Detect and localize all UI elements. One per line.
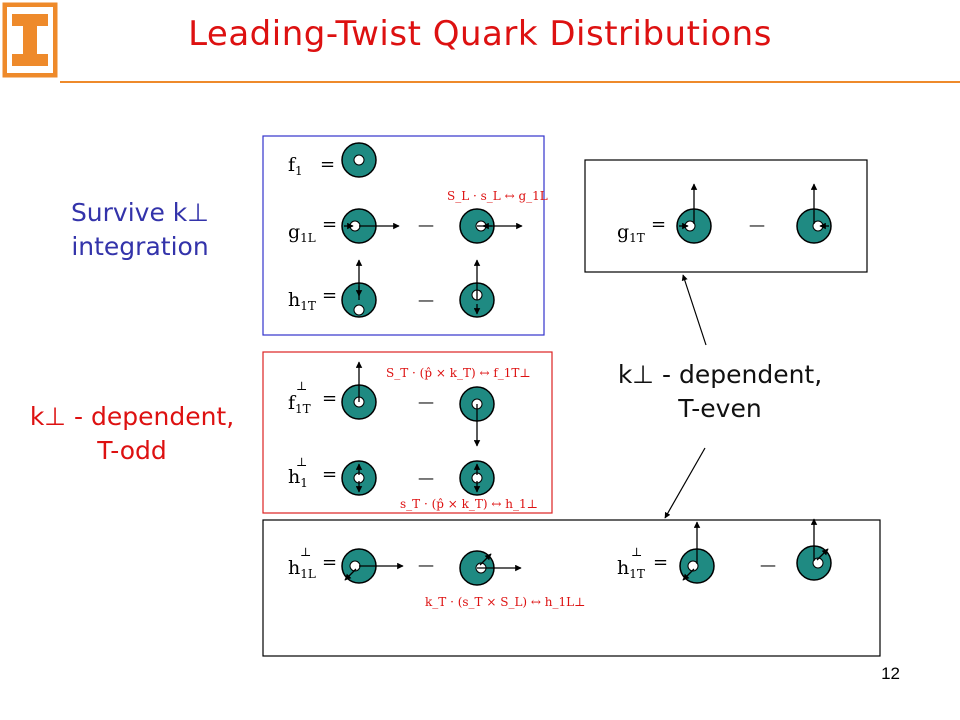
label-f1: f1 <box>288 154 303 178</box>
nucleon-h1Lperp-a <box>341 548 404 584</box>
nucleon-h1perp-a <box>341 460 377 496</box>
nucleon-g1T-a <box>676 183 712 244</box>
nucleon-g1L-a <box>341 208 400 244</box>
survive-label-line2: integration <box>71 232 209 261</box>
annotation-h1Lperp: k_T · (s_T × S_L) ↔ h_1L⊥ <box>425 595 585 609</box>
eq-f1Tperp: = <box>322 388 337 409</box>
survive-label: Survive k⊥ integration <box>40 196 240 264</box>
perp-h1Tperp: ⊥ <box>631 545 642 559</box>
label-h1perp: h1 <box>288 466 308 490</box>
teven-label-line2: T-even <box>678 394 762 423</box>
callout-line-upper <box>681 274 707 346</box>
label-h1T: h1T <box>288 289 316 313</box>
minus-h1Lperp: — <box>418 555 434 574</box>
box-todd <box>262 351 553 514</box>
nucleon-f1Tperp-b <box>459 386 495 447</box>
eq-g1L: = <box>322 214 337 235</box>
eq-g1T: = <box>651 214 666 235</box>
label-h1Tperp: h1T <box>617 557 645 581</box>
box-g1T <box>584 159 868 273</box>
eq-h1Lperp: = <box>322 552 337 573</box>
teven-label-line1: k⊥ - dependent, <box>617 360 823 389</box>
perp-f1Tperp: ⊥ <box>296 379 307 393</box>
callout-line-lower <box>664 447 706 519</box>
nucleon-f1Tperp-a <box>341 361 377 420</box>
nucleon-g1L-b <box>459 208 523 244</box>
todd-label-line2: T-odd <box>97 436 167 465</box>
eq-f1: = <box>320 154 335 175</box>
nucleon-h1T-b <box>459 259 495 318</box>
nucleon-h1perp-b <box>459 460 495 496</box>
nucleon-h1Lperp-b <box>459 550 522 586</box>
box-h1perp-bottom <box>262 519 881 657</box>
eq-h1T: = <box>322 285 337 306</box>
todd-label-line1: k⊥ - dependent, <box>29 402 235 431</box>
nucleon-h1Tperp-b <box>796 518 832 581</box>
title-rule <box>60 81 960 83</box>
slide-title: Leading-Twist Quark Distributions <box>188 14 772 54</box>
box-survive <box>262 135 545 336</box>
annotation-g1L: S_L · s_L ↔ g_1L <box>447 189 548 203</box>
eq-h1perp: = <box>322 464 337 485</box>
university-logo <box>2 2 58 78</box>
minus-g1T: — <box>749 215 765 234</box>
perp-h1perp: ⊥ <box>296 455 307 469</box>
minus-f1Tperp: — <box>418 392 434 411</box>
label-g1L: g1L <box>288 221 316 245</box>
todd-label: k⊥ - dependent, T-odd <box>0 400 264 468</box>
nucleon-g1T-b <box>796 183 832 244</box>
label-h1Lperp: h1L <box>288 557 316 581</box>
nucleon-f1 <box>341 142 377 178</box>
annotation-f1Tperp: S_T · (p̂ × k_T) ↔ f_1T⊥ <box>386 366 531 380</box>
annotation-h1perp: s_T · (p̂ × k_T) ↔ h_1⊥ <box>400 497 538 511</box>
page-number: 12 <box>881 664 900 683</box>
minus-h1perp: — <box>418 468 434 487</box>
nucleon-h1T-a <box>341 259 377 318</box>
minus-h1T: — <box>418 290 434 309</box>
nucleon-h1Tperp-a <box>679 521 715 584</box>
teven-label: k⊥ - dependent, T-even <box>585 358 855 426</box>
survive-label-line1: Survive k⊥ <box>70 198 210 227</box>
label-f1Tperp: f1T <box>288 392 311 416</box>
minus-h1Tperp: — <box>760 555 776 574</box>
label-g1T: g1T <box>617 221 645 245</box>
eq-h1Tperp: = <box>653 552 668 573</box>
minus-g1L: — <box>418 215 434 234</box>
perp-h1Lperp: ⊥ <box>300 545 311 559</box>
